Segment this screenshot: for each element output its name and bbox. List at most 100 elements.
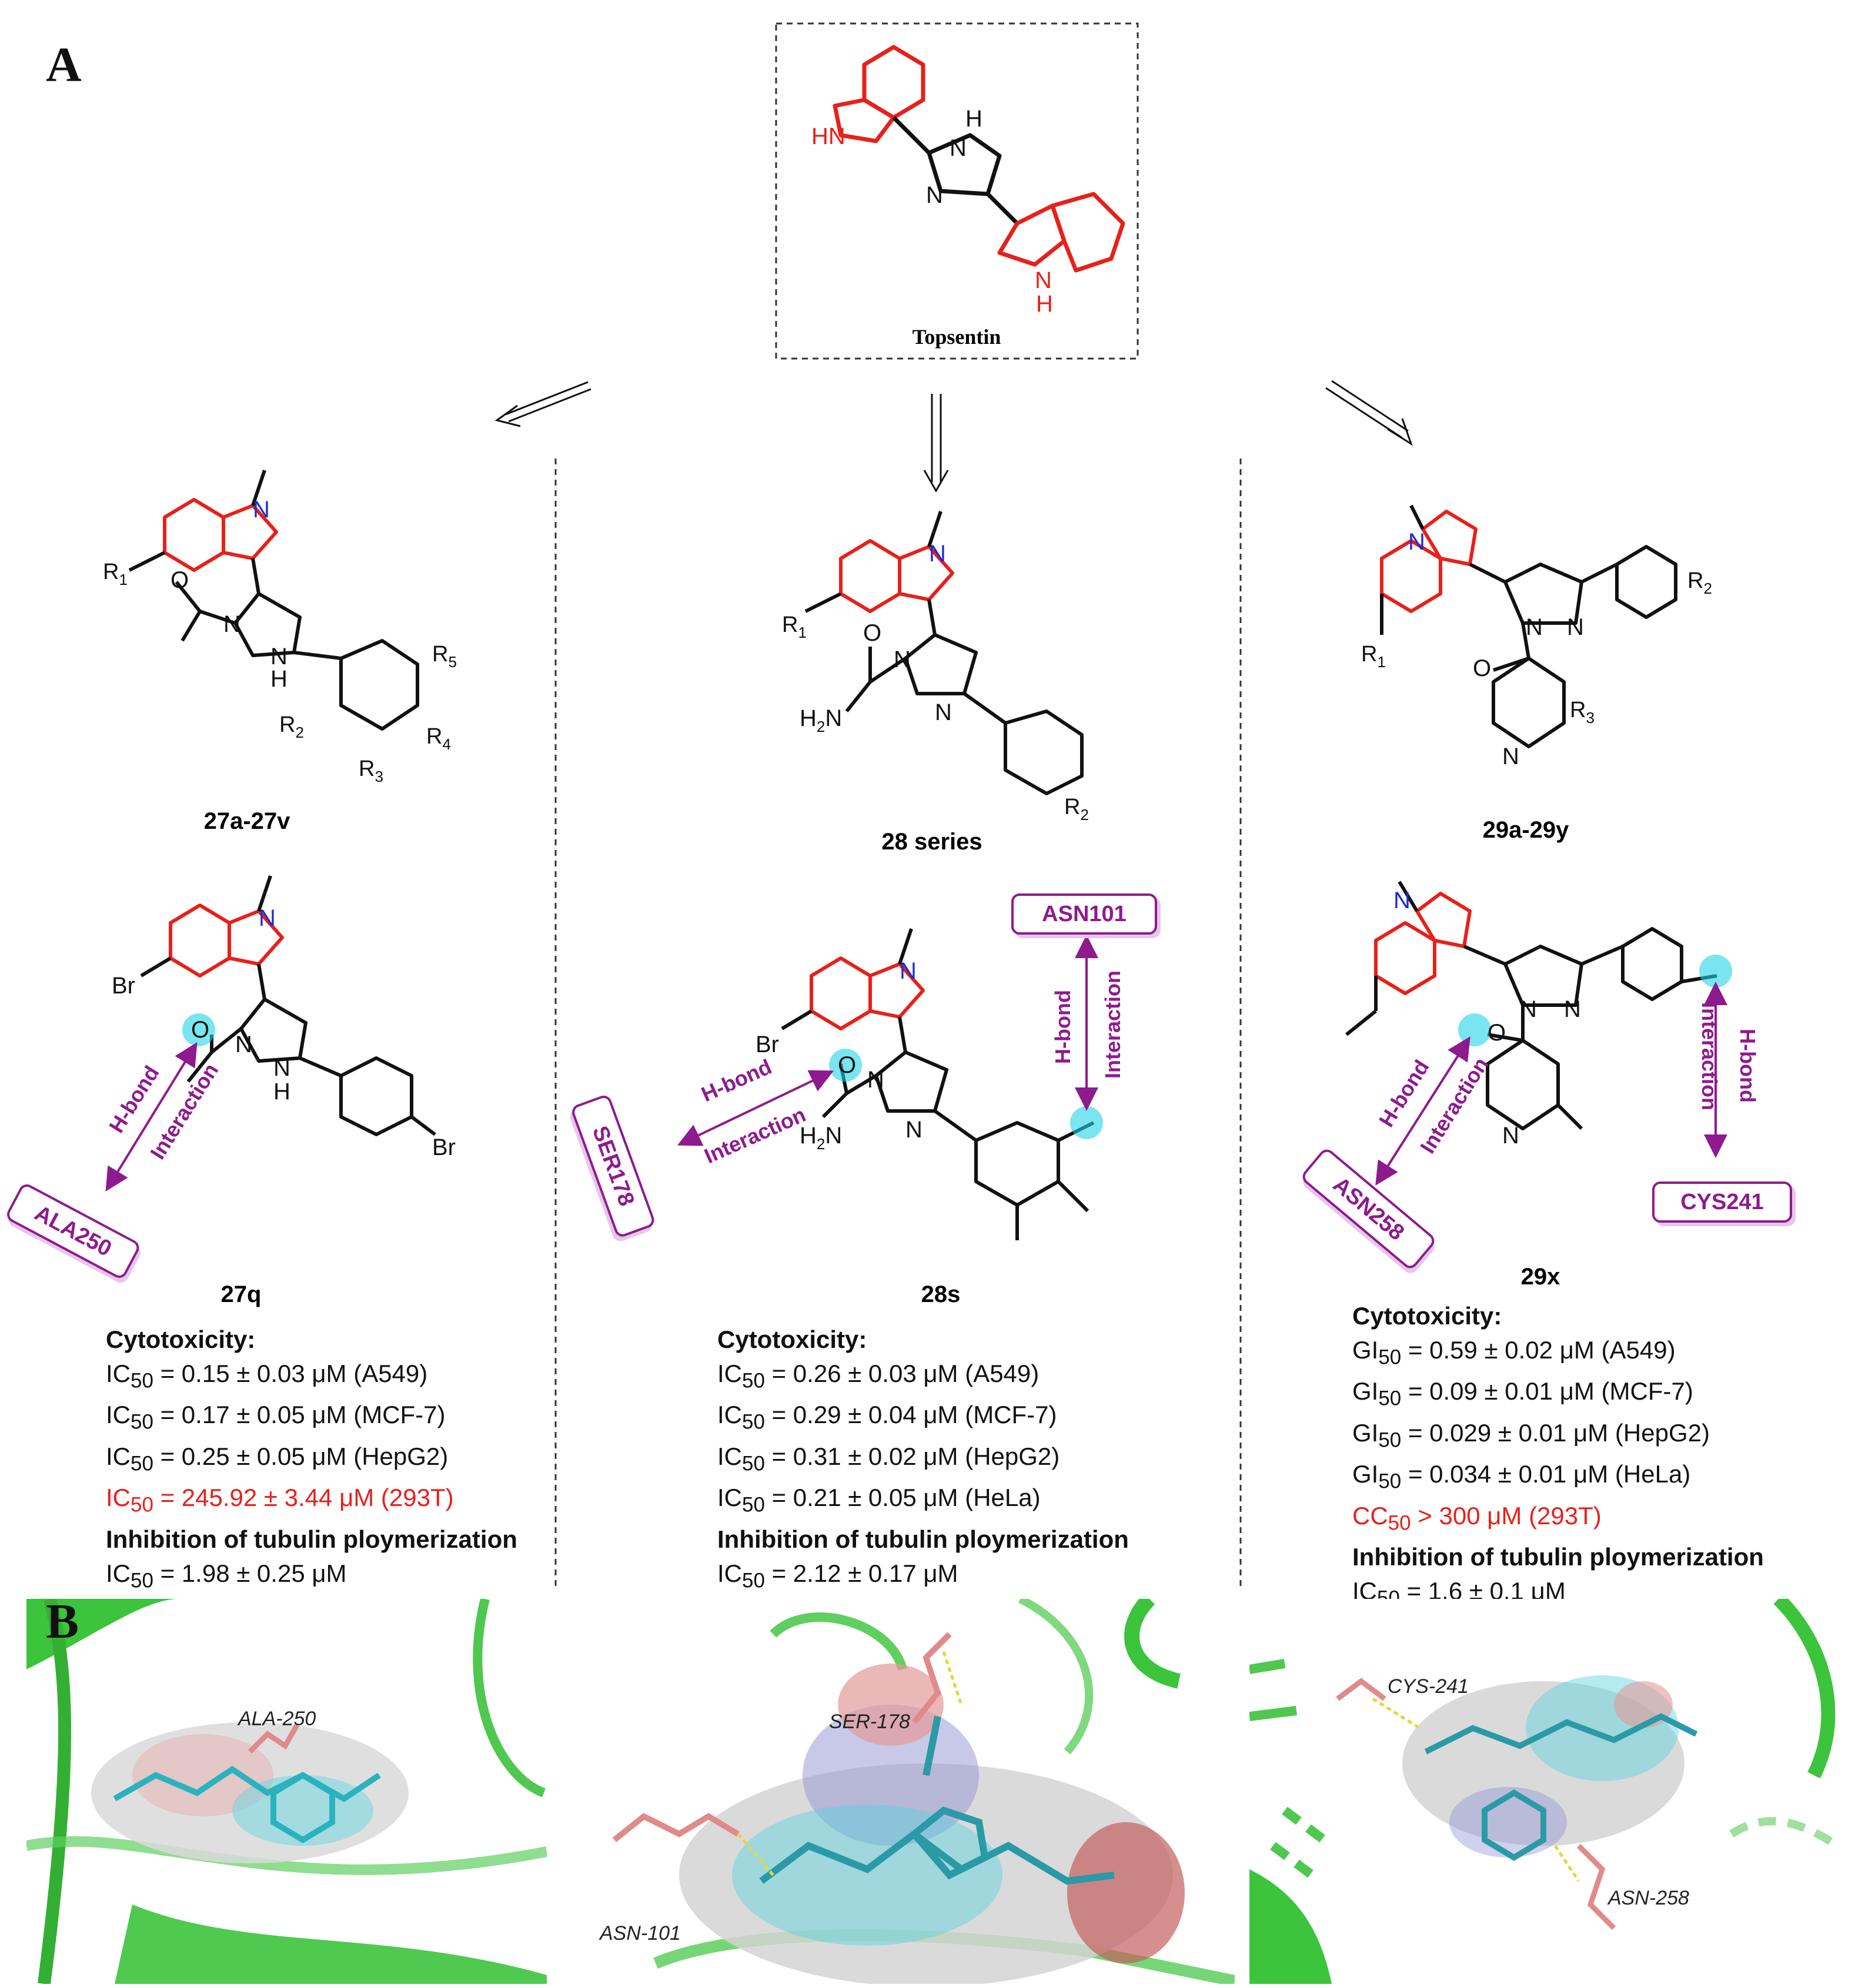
s28-n3: N bbox=[935, 700, 952, 725]
svg-text:R2: R2 bbox=[1064, 795, 1089, 824]
topsentin-n-bottom-label: N bbox=[1035, 267, 1052, 293]
s29-n3: N bbox=[1567, 614, 1584, 640]
dock-label-ser178: SER-178 bbox=[829, 1711, 910, 1733]
c27q-o: O bbox=[191, 1017, 209, 1043]
c27q-br2: Br bbox=[432, 1134, 456, 1160]
s29-npy: N bbox=[1502, 744, 1519, 769]
s28-h2n: H2N bbox=[800, 705, 842, 735]
value-row: IC50 = 0.25 ± 0.05 μM (HepG2) bbox=[106, 1442, 449, 1475]
dock-label-asn101: ASN-101 bbox=[599, 1922, 681, 1945]
docking-image-27q: ALA-250 bbox=[26, 1599, 547, 1984]
residue-box-cys241: CYS241 bbox=[1652, 1182, 1792, 1223]
value-row: GI50 = 0.09 ± 0.01 μM (MCF-7) bbox=[1352, 1377, 1693, 1410]
c28s-n2: N bbox=[867, 1067, 884, 1093]
tubulin-heading: Inhibition of tubulin ploymerization bbox=[717, 1525, 1129, 1553]
value-row-red: CC50 > 300 μM (293T) bbox=[1352, 1501, 1602, 1534]
29x-hbond-label-left: H-bond bbox=[1374, 1056, 1434, 1132]
29x-hbond-label-right: H-bond bbox=[1736, 1029, 1760, 1103]
topsentin-h-label: H bbox=[965, 106, 982, 132]
series-label-27: 27a-27v bbox=[204, 808, 291, 834]
structure-29-series bbox=[1380, 504, 1677, 748]
s28-n1: N bbox=[929, 541, 946, 567]
s29-substituents: R1 R2 R3 bbox=[1361, 568, 1712, 727]
panel-label-a: A bbox=[46, 38, 82, 92]
29x-highlight-ome bbox=[1699, 955, 1732, 988]
c29x-n1: N bbox=[1393, 888, 1411, 913]
docking-image-28s: SER-178 ASN-101 bbox=[561, 1599, 1235, 1984]
panel-label-b: B bbox=[46, 1594, 79, 1649]
value-row: GI50 = 0.029 ± 0.01 μM (HepG2) bbox=[1352, 1418, 1710, 1452]
svg-text:R3: R3 bbox=[1570, 698, 1595, 727]
tubulin-value: IC50 = 2.12 ± 0.17 μM bbox=[717, 1559, 958, 1592]
structure-28-series bbox=[804, 511, 1084, 795]
s27-nh-h: H bbox=[270, 666, 288, 692]
29x-hbond-arrow-left bbox=[1375, 1036, 1470, 1186]
dock-label-asn258: ASN-258 bbox=[1607, 1887, 1689, 1909]
svg-text:R3: R3 bbox=[359, 757, 383, 785]
27q-hbond-arrow bbox=[105, 1042, 198, 1192]
c27q-nh-h: H bbox=[273, 1079, 290, 1105]
value-row: IC50 = 0.31 ± 0.02 μM (HepG2) bbox=[717, 1442, 1060, 1475]
scheme-diagram: HN H N N N H Topsentin N O N N H R1 R5 R… bbox=[103, 22, 1760, 1587]
27q-hbond-label: H-bond bbox=[104, 1062, 164, 1137]
s27-nh-n: N bbox=[270, 644, 288, 670]
compound-name-29x: 29x bbox=[1521, 1264, 1560, 1290]
s28-o: O bbox=[863, 620, 881, 646]
tubulin-value: IC50 = 1.98 ± 0.25 μM bbox=[106, 1559, 347, 1592]
compound-name-27q: 27q bbox=[221, 1281, 262, 1307]
topsentin-n-ring-label: N bbox=[926, 182, 943, 208]
value-row: IC50 = 0.21 ± 0.05 μM (HeLa) bbox=[717, 1484, 1041, 1517]
c27q-nh-n: N bbox=[273, 1055, 290, 1081]
data-block-27q: Cytotoxicity: IC50 = 0.15 ± 0.03 μM (A54… bbox=[106, 1323, 553, 1598]
28s-hbond-label-left: H-bond bbox=[698, 1055, 776, 1107]
c28s-n3: N bbox=[905, 1117, 923, 1143]
28s-highlight-ome bbox=[1070, 1106, 1103, 1139]
value-row: IC50 = 0.15 ± 0.03 μM (A549) bbox=[106, 1360, 428, 1393]
svg-text:R1: R1 bbox=[782, 613, 807, 641]
topsentin-name: Topsentin bbox=[913, 325, 1001, 349]
c29x-o: O bbox=[1488, 1020, 1506, 1046]
s27-n2: N bbox=[223, 611, 240, 637]
c29x-n2: N bbox=[1520, 996, 1537, 1022]
c28s-br: Br bbox=[756, 1032, 779, 1057]
series-label-28: 28 series bbox=[881, 829, 982, 855]
28s-hbond-arrow-left bbox=[677, 1070, 834, 1146]
topsentin-hn-label: HN bbox=[811, 123, 845, 149]
tubulin-heading: Inhibition of tubulin ploymerization bbox=[1352, 1542, 1764, 1571]
value-row: GI50 = 0.034 ± 0.01 μM (HeLa) bbox=[1352, 1460, 1691, 1493]
compound-name-28s: 28s bbox=[921, 1281, 961, 1307]
cytotoxicity-heading: Cytotoxicity: bbox=[106, 1326, 256, 1353]
value-row: IC50 = 0.17 ± 0.05 μM (MCF-7) bbox=[106, 1401, 446, 1434]
c29x-npy: N bbox=[1502, 1123, 1519, 1149]
29x-highlight-o bbox=[1458, 1013, 1491, 1046]
topsentin-n-label: N bbox=[950, 135, 967, 161]
c29x-n3: N bbox=[1564, 996, 1581, 1022]
dock-label-ala250: ALA-250 bbox=[237, 1708, 316, 1730]
s29-n2: N bbox=[1526, 614, 1543, 640]
topsentin-box bbox=[775, 22, 1139, 360]
c28s-h2n: H2N bbox=[800, 1123, 842, 1153]
svg-text:R4: R4 bbox=[426, 724, 451, 753]
svg-text:R1: R1 bbox=[1361, 642, 1386, 671]
c27q-n1: N bbox=[259, 905, 276, 931]
value-row-red: IC50 = 245.92 ± 3.44 μM (293T) bbox=[106, 1484, 454, 1517]
topsentin-h-bottom-label: H bbox=[1036, 291, 1053, 317]
docking-image-29x: CYS-241 ASN-258 bbox=[1249, 1599, 1843, 1984]
series-label-29: 29a-29y bbox=[1483, 817, 1570, 843]
c28s-o: O bbox=[838, 1052, 856, 1078]
s27-substituents: R1 R5 R2 R4 R3 bbox=[103, 560, 457, 785]
28s-hbond-label-right: H-bond bbox=[1051, 990, 1075, 1064]
structure-28s bbox=[781, 928, 1095, 1240]
svg-text:R1: R1 bbox=[103, 560, 128, 588]
topsentin-structure bbox=[833, 45, 1125, 273]
27q-highlight-o bbox=[182, 1013, 215, 1046]
tubulin-heading: Inhibition of tubulin ploymerization bbox=[106, 1525, 517, 1553]
cytotoxicity-heading: Cytotoxicity: bbox=[717, 1326, 867, 1353]
s29-n1: N bbox=[1408, 529, 1425, 555]
structure-27-series bbox=[128, 470, 419, 731]
value-row: GI50 = 0.59 ± 0.02 μM (A549) bbox=[1352, 1336, 1676, 1369]
residue-box-asn101: ASN101 bbox=[1011, 893, 1157, 935]
s27-o: O bbox=[171, 567, 189, 593]
28s-interaction-label-right: Interaction bbox=[1101, 970, 1125, 1079]
svg-text:R2: R2 bbox=[279, 712, 304, 741]
